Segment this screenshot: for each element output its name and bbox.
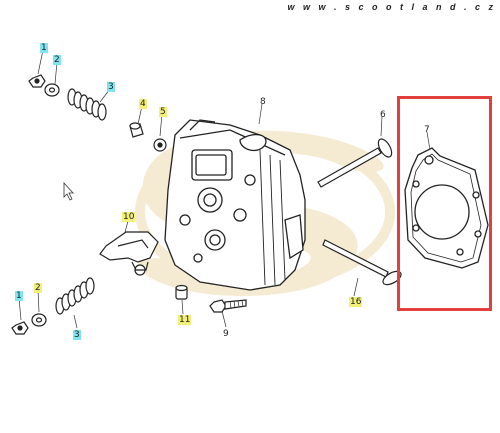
site-watermark: w w w . s c o o t l a n d . c z [287,2,496,12]
rocker-bracket-part [99,231,159,276]
valve-spring-part-lower [55,277,95,315]
callout-1-lower: 1 [15,291,23,301]
bolt-part [209,299,247,313]
mouse-pointer-icon [63,181,74,201]
leader-lines [18,49,431,329]
intake-valve-part [317,138,393,188]
cylinder-head-part [164,119,306,291]
callout-8: 8 [260,97,266,107]
valve-cap-part [129,122,144,138]
callout-16: 16 [349,297,363,307]
callout-10: 10 [122,212,136,222]
callout-11: 11 [178,315,192,325]
callout-2-lower: 2 [34,283,42,293]
callout-5: 5 [159,107,167,117]
callout-4: 4 [139,99,147,109]
valve-spring-part [67,88,107,121]
valve-seal-part [153,138,167,152]
exhaust-valve-part [322,239,402,286]
callout-1-upper: 1 [40,43,48,53]
callout-6: 6 [380,110,386,120]
dowel-pin-part [175,284,188,300]
callout-9: 9 [223,329,229,339]
highlight-frame [397,96,492,311]
callout-3-lower: 3 [73,330,81,340]
cylinder-head-gasket-part [404,147,489,269]
callout-7: 7 [424,125,430,135]
callout-2-upper: 2 [53,55,61,65]
callout-3-upper: 3 [107,82,115,92]
